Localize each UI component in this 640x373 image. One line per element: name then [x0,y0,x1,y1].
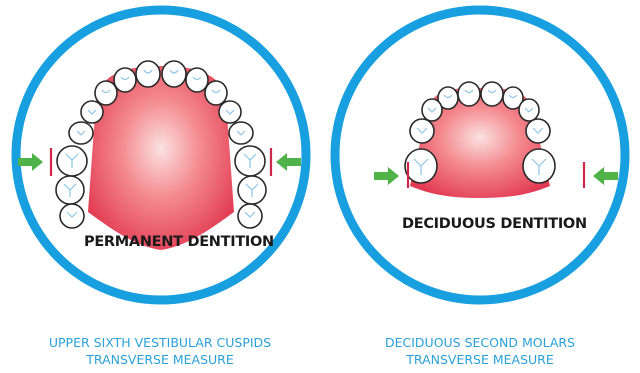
caption-line-2: TRANSVERSE MEASURE [320,351,640,368]
deciduous-dentition-illustration [320,0,640,373]
tooth [410,119,434,143]
permanent-dentition-panel: PERMANENT DENTITION UPPER SIXTH VESTIBUL… [0,0,320,373]
tooth [219,101,241,123]
tooth [60,204,84,228]
tooth [526,119,550,143]
tooth [69,122,93,144]
tooth [136,61,160,87]
tooth [81,101,103,123]
dentition-title: DECIDUOUS DENTITION [402,216,587,232]
tooth [458,82,480,106]
dentition-title: PERMANENT DENTITION [84,234,274,250]
tooth [229,122,253,144]
tooth [238,204,262,228]
tooth [162,61,186,87]
deciduous-dentition-panel: DECIDUOUS DENTITION DECIDUOUS SECOND MOL… [320,0,640,373]
caption: UPPER SIXTH VESTIBULAR CUSPIDS TRANSVERS… [0,334,320,368]
caption-line-1: UPPER SIXTH VESTIBULAR CUSPIDS [0,334,320,351]
permanent-dentition-illustration [0,0,320,373]
tooth [519,99,539,121]
caption-line-2: TRANSVERSE MEASURE [0,351,320,368]
tooth [481,82,503,106]
caption: DECIDUOUS SECOND MOLARS TRANSVERSE MEASU… [320,334,640,368]
caption-line-1: DECIDUOUS SECOND MOLARS [320,334,640,351]
tooth [422,99,442,121]
